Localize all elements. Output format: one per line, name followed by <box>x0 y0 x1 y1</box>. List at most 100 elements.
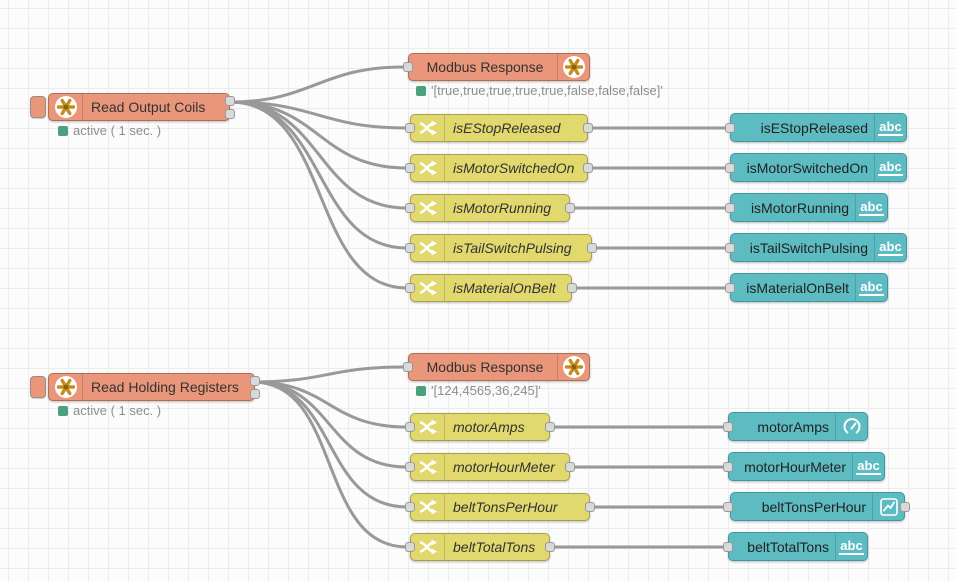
input-port[interactable] <box>723 422 733 432</box>
node-label: motorHourMeter <box>453 454 555 480</box>
input-port[interactable] <box>723 462 733 472</box>
node-change-motorAmps[interactable]: motorAmps <box>410 413 550 441</box>
input-port[interactable] <box>725 163 735 173</box>
wire[interactable] <box>253 382 407 507</box>
node-label: isMotorSwitchedOn <box>453 155 574 181</box>
abc-text-icon: abc <box>874 234 906 261</box>
node-ui-text-isMaterialOnBelt[interactable]: isMaterialOnBelt abc <box>730 273 888 302</box>
output-port[interactable] <box>567 283 577 293</box>
output-port[interactable] <box>583 123 593 133</box>
node-change-isEStopReleased[interactable]: isEStopReleased <box>410 114 588 142</box>
wire[interactable] <box>230 102 407 288</box>
node-modbus-read-output-coils[interactable]: Read Output Coils <box>48 93 230 121</box>
input-port[interactable] <box>725 123 735 133</box>
node-change-motorHourMeter[interactable]: motorHourMeter <box>410 453 570 481</box>
node-modbus-read-holding-registers[interactable]: Read Holding Registers <box>48 373 255 401</box>
input-port[interactable] <box>725 283 735 293</box>
node-label: beltTonsPerHour <box>453 494 558 520</box>
output-port[interactable] <box>583 163 593 173</box>
wire[interactable] <box>253 382 407 427</box>
status-dot-icon <box>58 126 68 136</box>
node-change-beltTotalTons[interactable]: beltTotalTons <box>410 533 550 561</box>
modbus-flower-icon <box>557 54 589 80</box>
input-port[interactable] <box>403 362 413 372</box>
node-change-isMaterialOnBelt[interactable]: isMaterialOnBelt <box>410 274 572 302</box>
status-dot-icon <box>416 386 426 396</box>
output-port[interactable] <box>585 502 595 512</box>
input-port[interactable] <box>405 502 415 512</box>
node-ui-text-isMotorSwitchedOn[interactable]: isMotorSwitchedOn abc <box>730 153 907 182</box>
shuffle-arrows-icon <box>411 195 445 221</box>
input-port[interactable] <box>725 243 735 253</box>
node-modbus-response-2[interactable]: Modbus Response <box>408 353 590 381</box>
abc-text-icon: abc <box>852 453 884 480</box>
node-label: motorAmps <box>453 414 525 440</box>
node-label: motorHourMeter <box>735 453 846 480</box>
output-port[interactable] <box>587 243 597 253</box>
output-port[interactable] <box>565 203 575 213</box>
node-ui-chart-beltTonsPerHour[interactable]: beltTonsPerHour <box>730 492 905 521</box>
input-port[interactable] <box>723 502 733 512</box>
wire[interactable] <box>230 102 407 168</box>
input-port[interactable] <box>403 62 413 72</box>
output-port[interactable] <box>225 109 235 119</box>
modbus-read-trigger-button[interactable] <box>30 96 46 118</box>
node-ui-text-isEStopReleased[interactable]: isEStopReleased abc <box>730 113 907 142</box>
output-port[interactable] <box>250 389 260 399</box>
node-label: isMotorRunning <box>737 194 849 221</box>
input-port[interactable] <box>405 422 415 432</box>
input-port[interactable] <box>723 542 733 552</box>
shuffle-arrows-icon <box>411 275 445 301</box>
input-port[interactable] <box>405 123 415 133</box>
node-change-isMotorRunning[interactable]: isMotorRunning <box>410 194 570 222</box>
node-status: active ( 1 sec. ) <box>58 123 161 138</box>
wire[interactable] <box>253 367 403 382</box>
shuffle-arrows-icon <box>411 115 445 141</box>
input-port[interactable] <box>405 542 415 552</box>
input-port[interactable] <box>405 462 415 472</box>
node-status: active ( 1 sec. ) <box>58 403 161 418</box>
output-port[interactable] <box>565 462 575 472</box>
status-text: active ( 1 sec. ) <box>73 403 161 418</box>
node-ui-text-isTailSwitchPulsing[interactable]: isTailSwitchPulsing abc <box>730 233 907 262</box>
shuffle-arrows-icon <box>411 454 445 480</box>
output-port[interactable] <box>545 542 555 552</box>
status-text: active ( 1 sec. ) <box>73 123 161 138</box>
shuffle-arrows-icon <box>411 494 445 520</box>
node-ui-text-motorHourMeter[interactable]: motorHourMeter abc <box>728 452 885 481</box>
output-port[interactable] <box>225 96 235 106</box>
input-port[interactable] <box>405 283 415 293</box>
modbus-flower-icon <box>49 374 83 400</box>
status-text: '[124,4565,36,245]' <box>431 383 541 398</box>
node-label: isEStopReleased <box>453 115 560 141</box>
node-change-isTailSwitchPulsing[interactable]: isTailSwitchPulsing <box>410 234 592 262</box>
status-dot-icon <box>416 86 426 96</box>
node-change-beltTonsPerHour[interactable]: beltTonsPerHour <box>410 493 590 521</box>
input-port[interactable] <box>405 203 415 213</box>
abc-text-icon: abc <box>874 114 906 141</box>
node-label: isEStopReleased <box>737 114 868 141</box>
node-change-isMotorSwitchedOn[interactable]: isMotorSwitchedOn <box>410 154 588 182</box>
node-modbus-response-1[interactable]: Modbus Response <box>408 53 590 81</box>
input-port[interactable] <box>405 163 415 173</box>
output-port[interactable] <box>900 502 910 512</box>
wire[interactable] <box>230 67 403 102</box>
input-port[interactable] <box>725 203 735 213</box>
modbus-read-trigger-button[interactable] <box>30 376 46 398</box>
node-label: beltTotalTons <box>735 533 829 560</box>
node-label: beltTotalTons <box>453 534 535 560</box>
node-label: Read Holding Registers <box>91 374 239 400</box>
modbus-flower-icon <box>49 94 83 120</box>
output-port[interactable] <box>545 422 555 432</box>
node-label: isTailSwitchPulsing <box>453 235 572 261</box>
node-ui-gauge-motorAmps[interactable]: motorAmps <box>728 412 868 441</box>
node-ui-text-beltTotalTons[interactable]: beltTotalTons abc <box>728 532 868 561</box>
abc-text-icon: abc <box>855 274 887 301</box>
shuffle-arrows-icon <box>411 414 445 440</box>
output-port[interactable] <box>250 376 260 386</box>
node-label: isMaterialOnBelt <box>453 275 556 301</box>
input-port[interactable] <box>405 243 415 253</box>
node-ui-text-isMotorRunning[interactable]: isMotorRunning abc <box>730 193 888 222</box>
wire[interactable] <box>230 102 407 248</box>
